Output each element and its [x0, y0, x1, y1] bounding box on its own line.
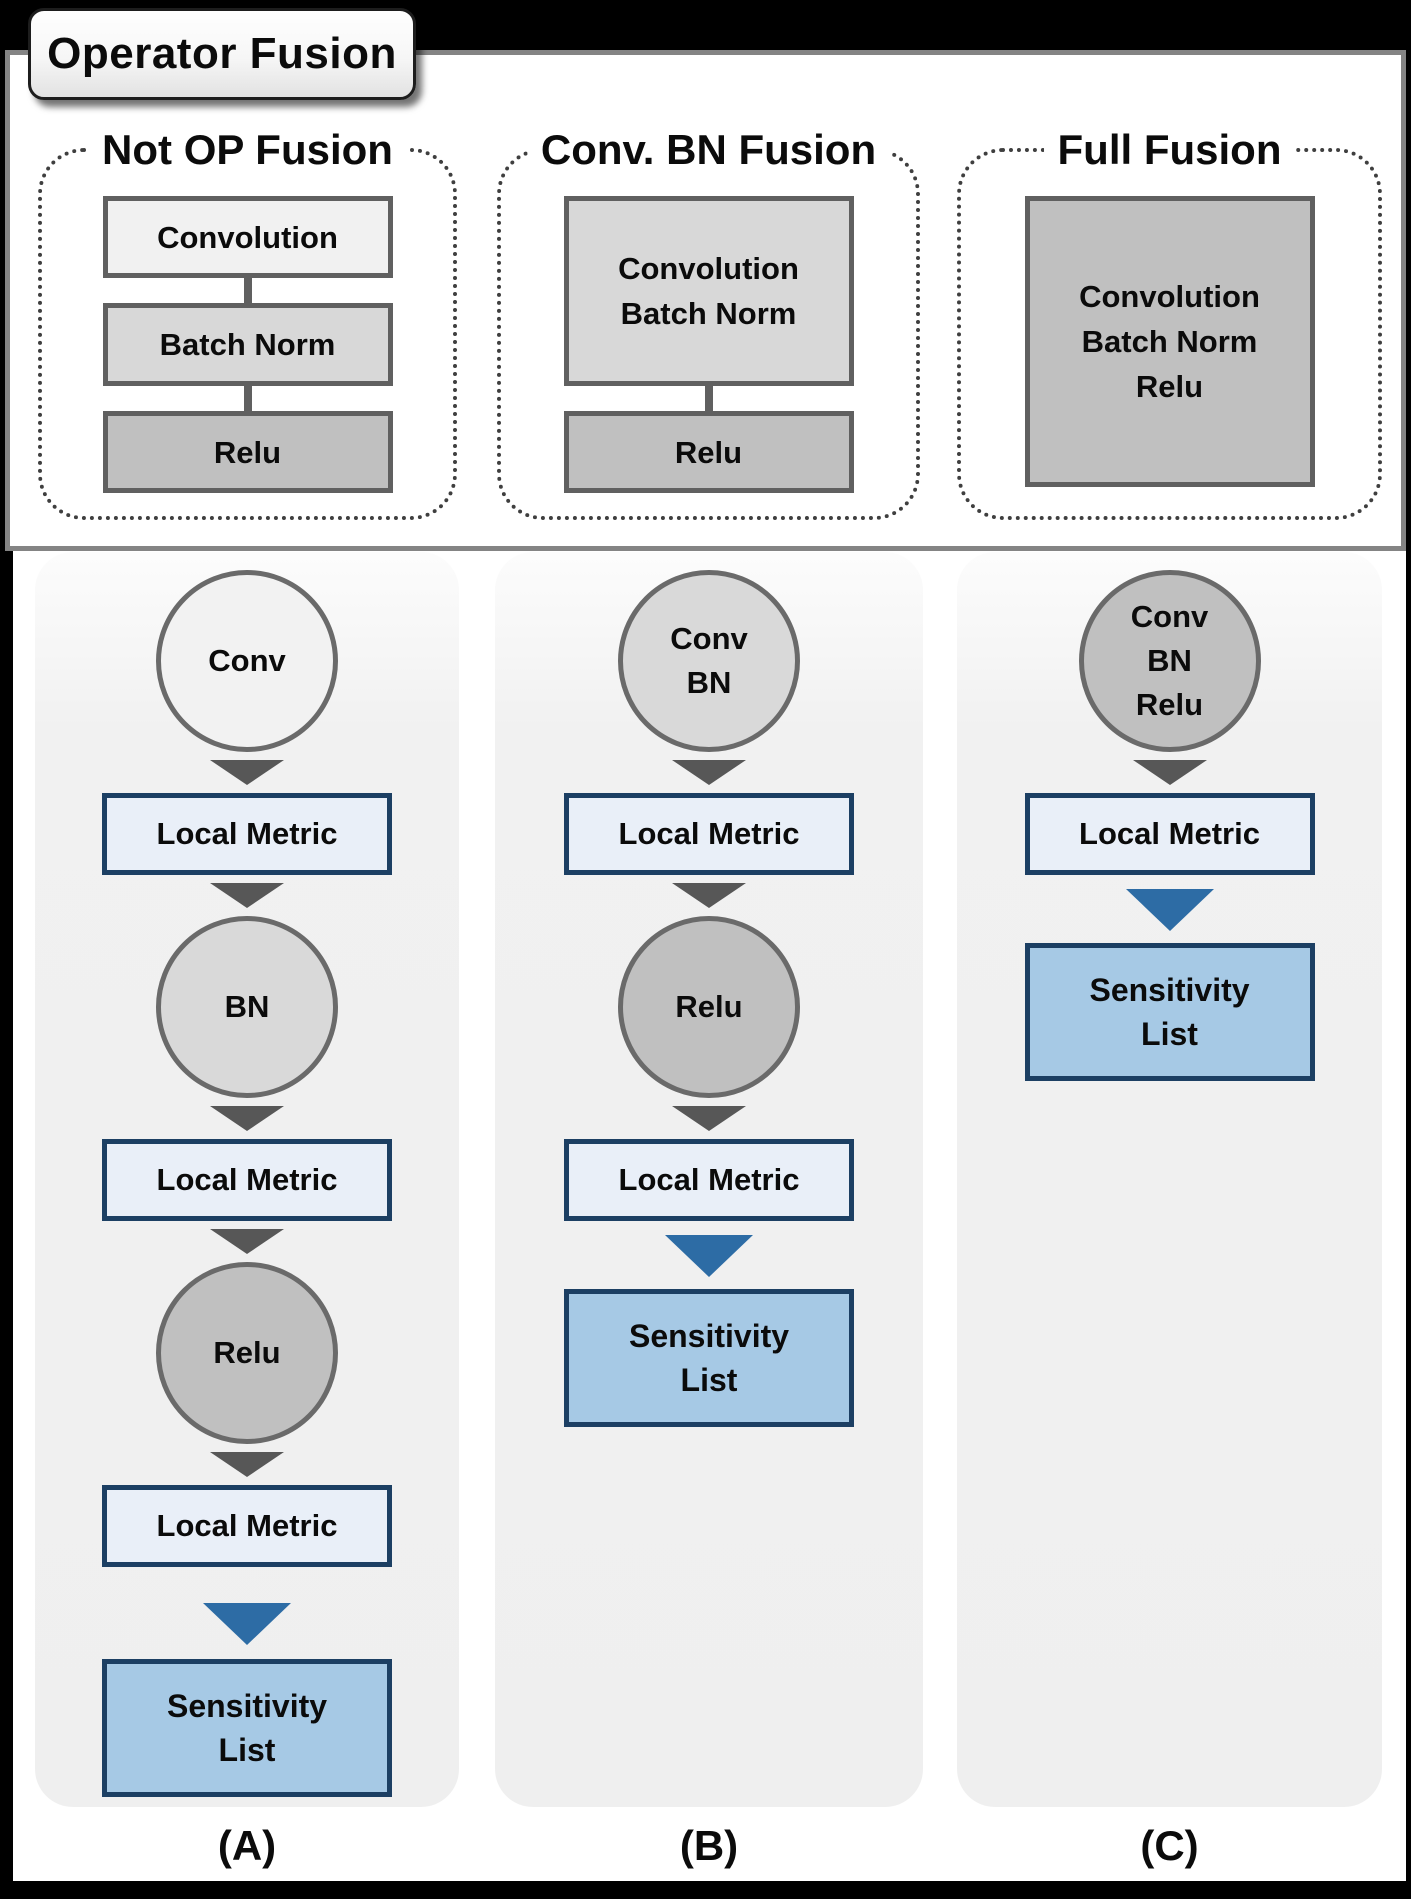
panel-full-fusion-title: Full Fusion	[1043, 124, 1296, 176]
figure-title: Operator Fusion	[47, 29, 397, 78]
local-metric-box: Local Metric	[102, 1139, 392, 1221]
node-relu: Relu	[618, 916, 800, 1098]
op-box-conv-bn-relu: Convolution Batch Norm Relu	[1024, 196, 1315, 487]
node-conv: Conv	[156, 570, 338, 752]
down-arrow-icon	[672, 760, 746, 785]
sensitivity-list-box: Sensitivity List	[102, 1659, 392, 1797]
local-metric-box: Local Metric	[1024, 793, 1315, 875]
node-bn: BN	[156, 916, 338, 1098]
down-arrow-icon	[210, 1452, 284, 1477]
op-box-relu: Relu	[563, 411, 854, 493]
figure-title-tab: Operator Fusion	[28, 8, 416, 100]
connector-line	[704, 386, 713, 411]
down-arrow-icon	[210, 1106, 284, 1131]
column-label-c: (C)	[1140, 1822, 1199, 1869]
blue-down-arrow-icon	[665, 1235, 753, 1277]
down-arrow-icon	[210, 1229, 284, 1254]
down-arrow-icon	[672, 1106, 746, 1131]
node-conv-bn: Conv BN	[618, 570, 800, 752]
op-box-convolution: Convolution	[102, 196, 393, 278]
connector-line	[243, 386, 252, 411]
blue-down-arrow-icon	[203, 1603, 291, 1645]
panel-conv-bn-fusion-stack: Convolution Batch Norm Relu	[501, 152, 916, 516]
panel-not-op-fusion-title: Not OP Fusion	[88, 124, 407, 176]
pipeline-column-a: Conv Local Metric BN Local Metric Relu L…	[35, 552, 459, 1807]
down-arrow-icon	[672, 883, 746, 908]
local-metric-box: Local Metric	[564, 793, 854, 875]
panel-conv-bn-fusion: Conv. BN Fusion Convolution Batch Norm R…	[497, 124, 920, 520]
column-label-a: (A)	[217, 1822, 277, 1869]
down-arrow-icon	[1132, 760, 1207, 785]
blue-down-arrow-icon	[1125, 889, 1214, 931]
sensitivity-list-box: Sensitivity List	[1024, 943, 1315, 1081]
connector-line	[243, 278, 252, 303]
down-arrow-icon	[210, 883, 284, 908]
pipeline-column-b: Conv BN Local Metric Relu Local Metric S…	[495, 552, 923, 1807]
panel-not-op-fusion: Not OP Fusion Convolution Batch Norm Rel…	[38, 124, 457, 520]
down-arrow-icon	[210, 760, 284, 785]
op-box-batch-norm: Batch Norm	[102, 303, 393, 386]
local-metric-box: Local Metric	[102, 1485, 392, 1567]
local-metric-box: Local Metric	[564, 1139, 854, 1221]
panel-conv-bn-fusion-title: Conv. BN Fusion	[526, 124, 891, 176]
node-relu: Relu	[156, 1262, 338, 1444]
node-conv-bn-relu: Conv BN Relu	[1078, 570, 1261, 752]
panel-not-op-fusion-stack: Convolution Batch Norm Relu	[42, 152, 453, 516]
panel-full-fusion: Full Fusion Convolution Batch Norm Relu	[957, 124, 1382, 520]
panel-full-fusion-stack: Convolution Batch Norm Relu	[961, 152, 1378, 516]
column-label-b: (B)	[679, 1822, 739, 1869]
op-box-relu: Relu	[102, 411, 393, 493]
pipeline-column-c: Conv BN Relu Local Metric Sensitivity Li…	[957, 552, 1382, 1807]
sensitivity-list-box: Sensitivity List	[564, 1289, 854, 1427]
local-metric-box: Local Metric	[102, 793, 392, 875]
op-box-convolution-batch-norm: Convolution Batch Norm	[563, 196, 854, 386]
